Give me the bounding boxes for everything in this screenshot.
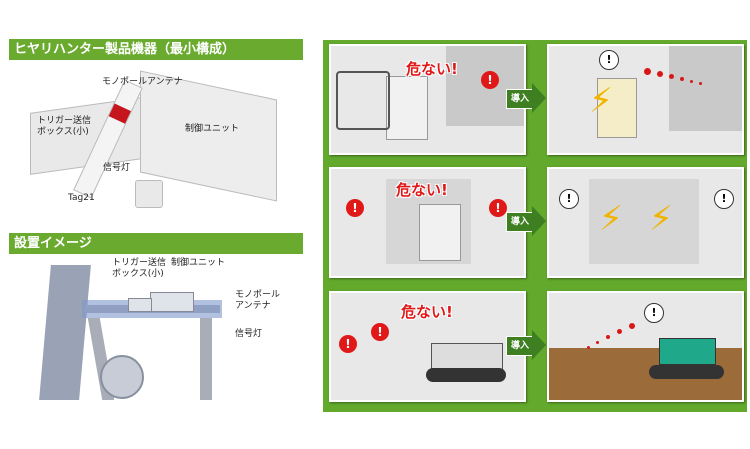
scene-after-wall: ⚡ ⚡ ! ! [547,167,744,278]
danger-text: 危ない! [401,303,453,321]
arrow-label: 導入 [506,89,534,109]
product-section-header: ヒヤリハンター製品機器（最小構成） [9,39,303,60]
install-label-control-unit: 制御ユニット [171,258,226,268]
warning-bolt-icon: ⚡ [649,199,673,239]
warning-bolt-icon: ⚡ [599,199,623,239]
scene-after-forklift: ⚡ ! [547,44,744,155]
alert-icon: ! [346,199,364,217]
arrow-label: 導入 [506,336,534,356]
install-label-signal-light: 信号灯 [235,329,263,339]
install-label-antenna: モノポール アンテナ [235,290,281,311]
scene-before-wall: 危ない! ! ! [329,167,526,278]
exclamation-bubble: ! [644,303,664,323]
scene-before-forklift: 危ない! ! [329,44,526,155]
arrow-introduce: 導入 [506,330,546,360]
arrow-label: 導入 [506,212,534,232]
label-trigger-box: トリガー送信 ボックス(小) [37,116,92,137]
install-section-header: 設置イメージ [9,233,303,254]
label-tag: Tag21 [68,193,95,203]
alert-icon: ! [339,335,357,353]
label-control-unit: 制御ユニット [185,124,240,134]
warning-bolt-icon: ⚡ [589,81,613,121]
alert-icon: ! [481,71,499,89]
tag-image [135,180,163,208]
scene-after-excavator: ! [547,291,744,402]
danger-text: 危ない! [406,60,458,78]
arrow-introduce: 導入 [506,206,546,236]
alert-icon: ! [371,323,389,341]
alert-icon: ! [489,199,507,217]
install-label-trigger-box: トリガー送信 ボックス(小) [112,258,167,279]
scenario-panel: 危ない! ! 導入 ⚡ ! 危ない! ! ! 導入 ⚡ ⚡ ! ! 危ない! !… [323,40,747,412]
exclamation-bubble: ! [559,189,579,209]
exclamation-bubble: ! [714,189,734,209]
label-signal-light: 信号灯 [103,163,131,173]
danger-text: 危ない! [396,181,448,199]
exclamation-bubble: ! [599,50,619,70]
scene-before-excavator: 危ない! ! ! [329,291,526,402]
label-antenna: モノポールアンテナ [102,77,183,87]
arrow-introduce: 導入 [506,83,546,113]
